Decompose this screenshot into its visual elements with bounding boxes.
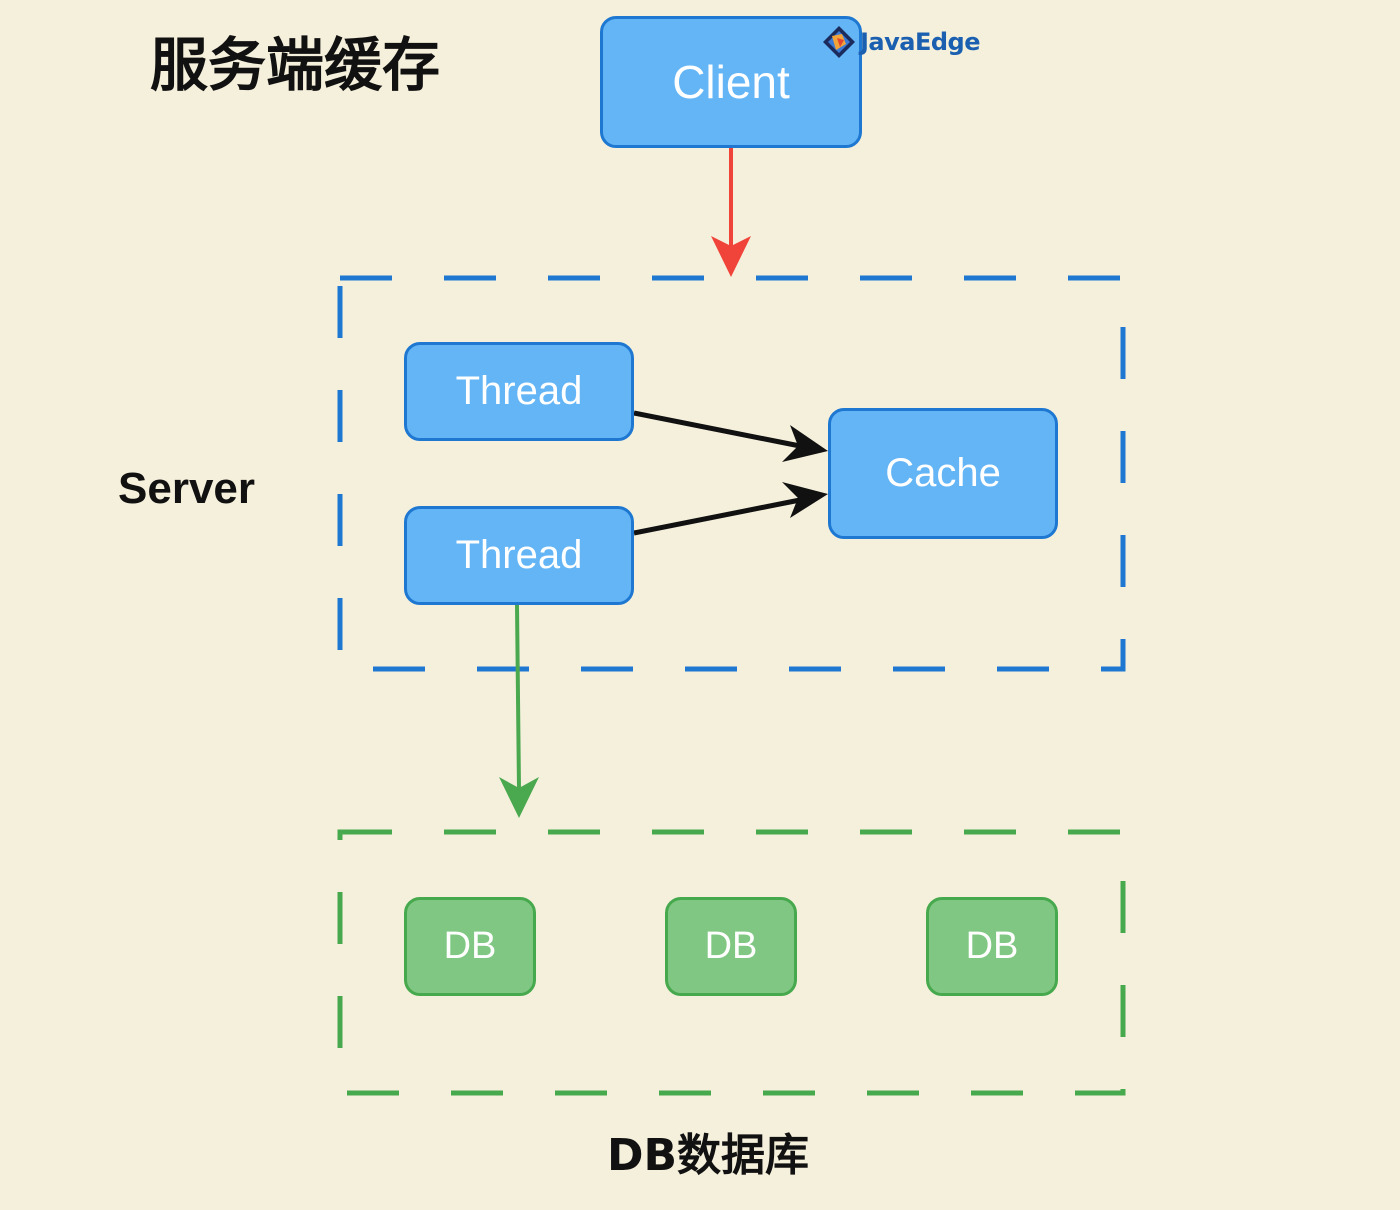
- db-node-1-label: DB: [443, 925, 497, 967]
- db-node-3: DB: [926, 897, 1058, 996]
- db-node-3-label: DB: [965, 925, 1019, 967]
- db-node-1: DB: [404, 897, 536, 996]
- thread-node-2: Thread: [404, 506, 634, 605]
- thread-1-to-cache-arrow: [633, 410, 828, 462]
- client-to-server-arrow: [711, 148, 751, 277]
- server-group-label: Server: [118, 464, 256, 513]
- db-node-2: DB: [665, 897, 797, 996]
- cache-node: Cache: [828, 408, 1058, 539]
- cache-node-label: Cache: [885, 451, 1001, 495]
- thread-node-2-label: Thread: [455, 533, 583, 577]
- db-node-2-label: DB: [704, 925, 758, 967]
- thread-node-1-label: Thread: [455, 369, 583, 413]
- client-node-label: Client: [672, 56, 790, 108]
- javaedge-logo-icon: [823, 26, 855, 58]
- page-title: 服务端缓存: [150, 31, 441, 99]
- watermark: JavaEdge: [820, 24, 981, 60]
- thread-2-to-cache-arrow: [633, 482, 828, 536]
- client-node: Client: [600, 16, 862, 148]
- server-group-border: [337, 275, 1126, 672]
- thread-to-database-arrow: [499, 604, 539, 818]
- database-group-label: DB数据库: [607, 1130, 810, 1181]
- watermark-text: JavaEdge: [860, 28, 981, 56]
- thread-node-1: Thread: [404, 342, 634, 441]
